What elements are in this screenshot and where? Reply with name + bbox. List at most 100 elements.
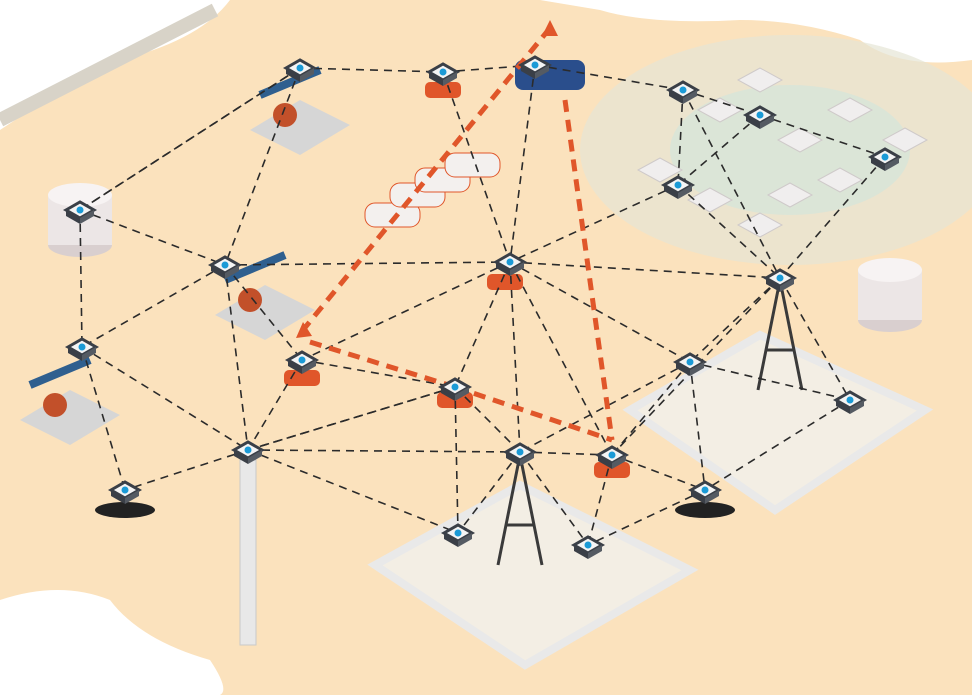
snow-patch [540,0,972,63]
node-side [669,90,683,104]
mesh-link [79,209,226,266]
node-led [686,358,694,366]
cell-tower [239,459,257,646]
pump-jack-crank [238,288,262,312]
mesh-radio-node-icon [284,350,320,374]
node-led [298,356,306,364]
node-side [676,362,690,376]
mesh-link [224,261,511,266]
mesh-radio-node-icon [687,480,723,504]
mesh-radio-node-icon [207,255,243,279]
mesh-link [779,277,851,401]
drone [675,502,735,518]
mesh-radio-node-icon [230,440,266,464]
mesh-radio-node-icon [440,523,476,547]
drilling-rig [756,279,804,391]
node-side [780,278,794,292]
node-side [690,362,704,376]
node-side [678,185,692,199]
node-side [80,210,94,224]
node-side [850,400,864,414]
mesh-link [509,261,691,363]
node-side [588,545,602,559]
vehicle [594,462,630,478]
node-led [76,206,84,214]
arrow-head-icon [542,20,558,36]
mesh-link [677,184,781,279]
mesh-radio-node-icon [660,175,696,199]
node-side [691,490,705,504]
mesh-link [509,64,536,263]
pump-jack-crank [273,103,297,127]
vehicle [487,274,523,290]
mesh-radio-node-icon [425,62,461,86]
mesh-link [301,359,456,388]
snow-patch [0,590,224,695]
mesh-link [677,114,761,186]
node-side [496,262,510,276]
mesh-link [79,67,301,211]
mesh-link [247,359,303,451]
pump-jack-base [215,285,315,340]
mesh-radio-node-icon [570,535,606,559]
pump-jack-base [250,100,350,155]
node-side [455,387,469,401]
primary-path-link [301,26,552,332]
mesh-link [81,346,126,491]
node-side [429,72,443,86]
node-side [441,387,455,401]
node-led [439,68,447,76]
node-side [664,185,678,199]
fuel-trailer [444,152,501,178]
camp-trailer [826,97,874,123]
mesh-link [704,399,851,491]
node-led [516,448,524,456]
mesh-radio-node-icon [517,55,553,79]
mesh-link [442,71,511,263]
mesh-link [682,89,781,279]
fence [0,3,219,127]
vehicle [425,82,461,98]
node-led [679,86,687,94]
mesh-link [454,386,521,453]
node-side [444,533,458,547]
mesh-link [689,277,781,363]
mesh-radio-node-icon [665,80,701,104]
node-side [506,452,520,466]
drilling-rig [496,454,544,566]
mesh-link [534,64,684,91]
mesh-radio-node-icon [502,442,538,466]
mesh-link [509,184,679,263]
mesh-link [79,209,83,348]
camp-trailer [696,97,744,123]
mesh-link [247,449,521,453]
node-side [521,65,535,79]
mesh-radio-node-icon [867,147,903,171]
node-side [766,278,780,292]
arrow-head-icon [296,322,312,338]
node-side [288,360,302,374]
node-led [674,181,682,189]
mesh-link [224,264,303,361]
node-side [574,545,588,559]
node-led [776,274,784,282]
mesh-radio-node-icon [742,105,778,129]
mesh-radio-node-icon [62,200,98,224]
mesh-link [299,67,444,73]
drone [95,502,155,518]
node-led [451,383,459,391]
mesh-radio-node-icon [437,377,473,401]
mesh-radio-node-icon [492,252,528,276]
node-side [82,347,96,361]
node-led [701,486,709,494]
node-side [248,450,262,464]
node-led [296,64,304,72]
mesh-radio-node-icon [594,445,630,469]
mesh-link [587,454,613,546]
primary-path-link [562,99,615,441]
node-side [300,68,314,82]
mesh-link [509,261,521,453]
node-side [520,452,534,466]
